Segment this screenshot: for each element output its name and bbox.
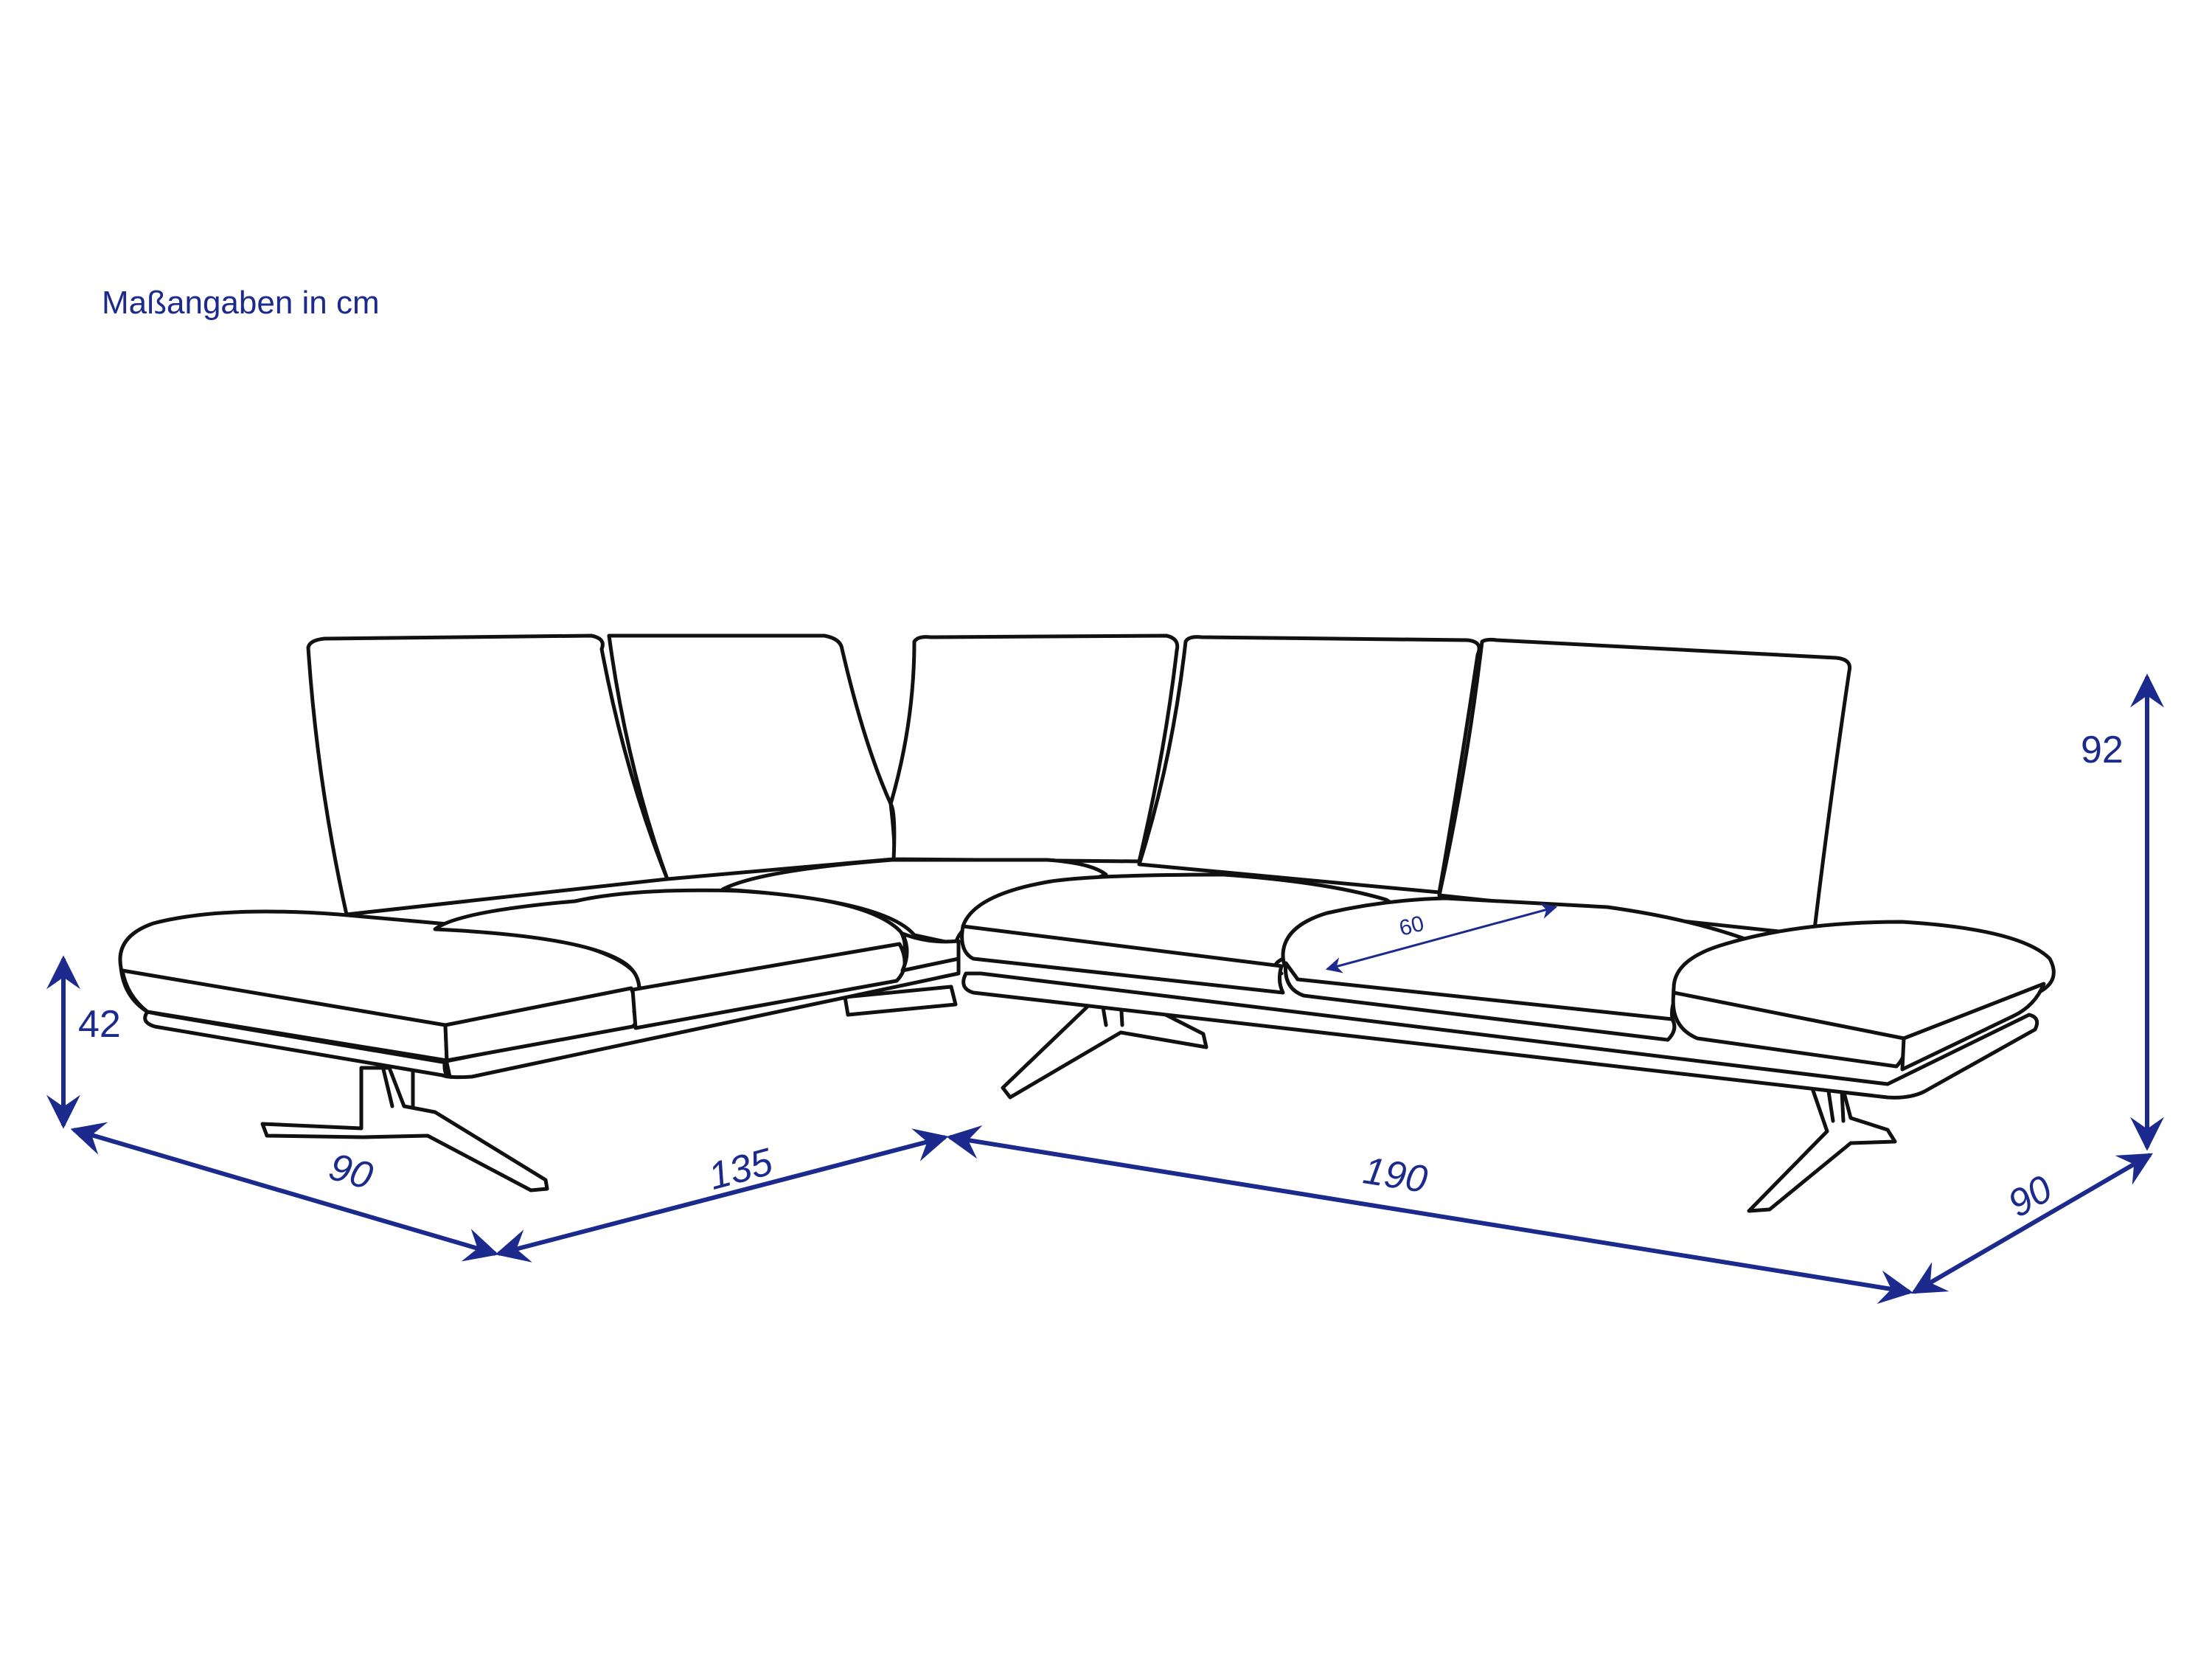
seat-chaise-right-side — [1900, 982, 2046, 1072]
seat-corner — [720, 858, 1108, 946]
dimension-arrows — [46, 673, 2164, 1305]
leg-front-left-slot — [381, 1067, 415, 1108]
seat-cushions — [118, 858, 2056, 1079]
backrest-right-inner — [1137, 635, 1481, 895]
seat-chaise-left-front — [120, 968, 449, 1063]
seat-corner-front — [900, 931, 961, 973]
label-left-depth: 90 — [324, 1145, 378, 1198]
backrests — [306, 633, 1852, 937]
base-left — [143, 957, 961, 1080]
leg-back-left — [843, 985, 958, 1017]
label-left-width: 135 — [704, 1140, 778, 1198]
base-plates — [143, 957, 2039, 1100]
arrow-left-depth — [70, 1122, 499, 1262]
leg-front-left — [260, 1066, 549, 1192]
backrest-corner — [888, 633, 1180, 864]
label-seat-height: 42 — [78, 1003, 121, 1046]
backrest-right-outer — [1437, 637, 1852, 937]
arrow-seat-depth — [1325, 903, 1558, 973]
arrow-right-width — [946, 1125, 1913, 1305]
seat-right-2-front — [1284, 961, 1677, 1042]
leg-front-right — [1747, 1086, 1897, 1213]
unit-note: Maßangaben in cm — [102, 285, 380, 321]
label-right-width: 190 — [1360, 1149, 1430, 1201]
label-total-height: 92 — [2081, 729, 2124, 771]
label-seat-depth: 60 — [1397, 912, 1426, 941]
arrow-right-depth — [1911, 1153, 2153, 1294]
leg-front-right-slot — [1826, 1089, 1846, 1123]
backrest-left-outer — [306, 633, 669, 917]
label-right-depth: 90 — [2001, 1167, 2059, 1226]
seat-right-1-front — [960, 924, 1285, 995]
base-right — [961, 971, 2039, 1100]
arrow-left-width — [495, 1128, 949, 1263]
